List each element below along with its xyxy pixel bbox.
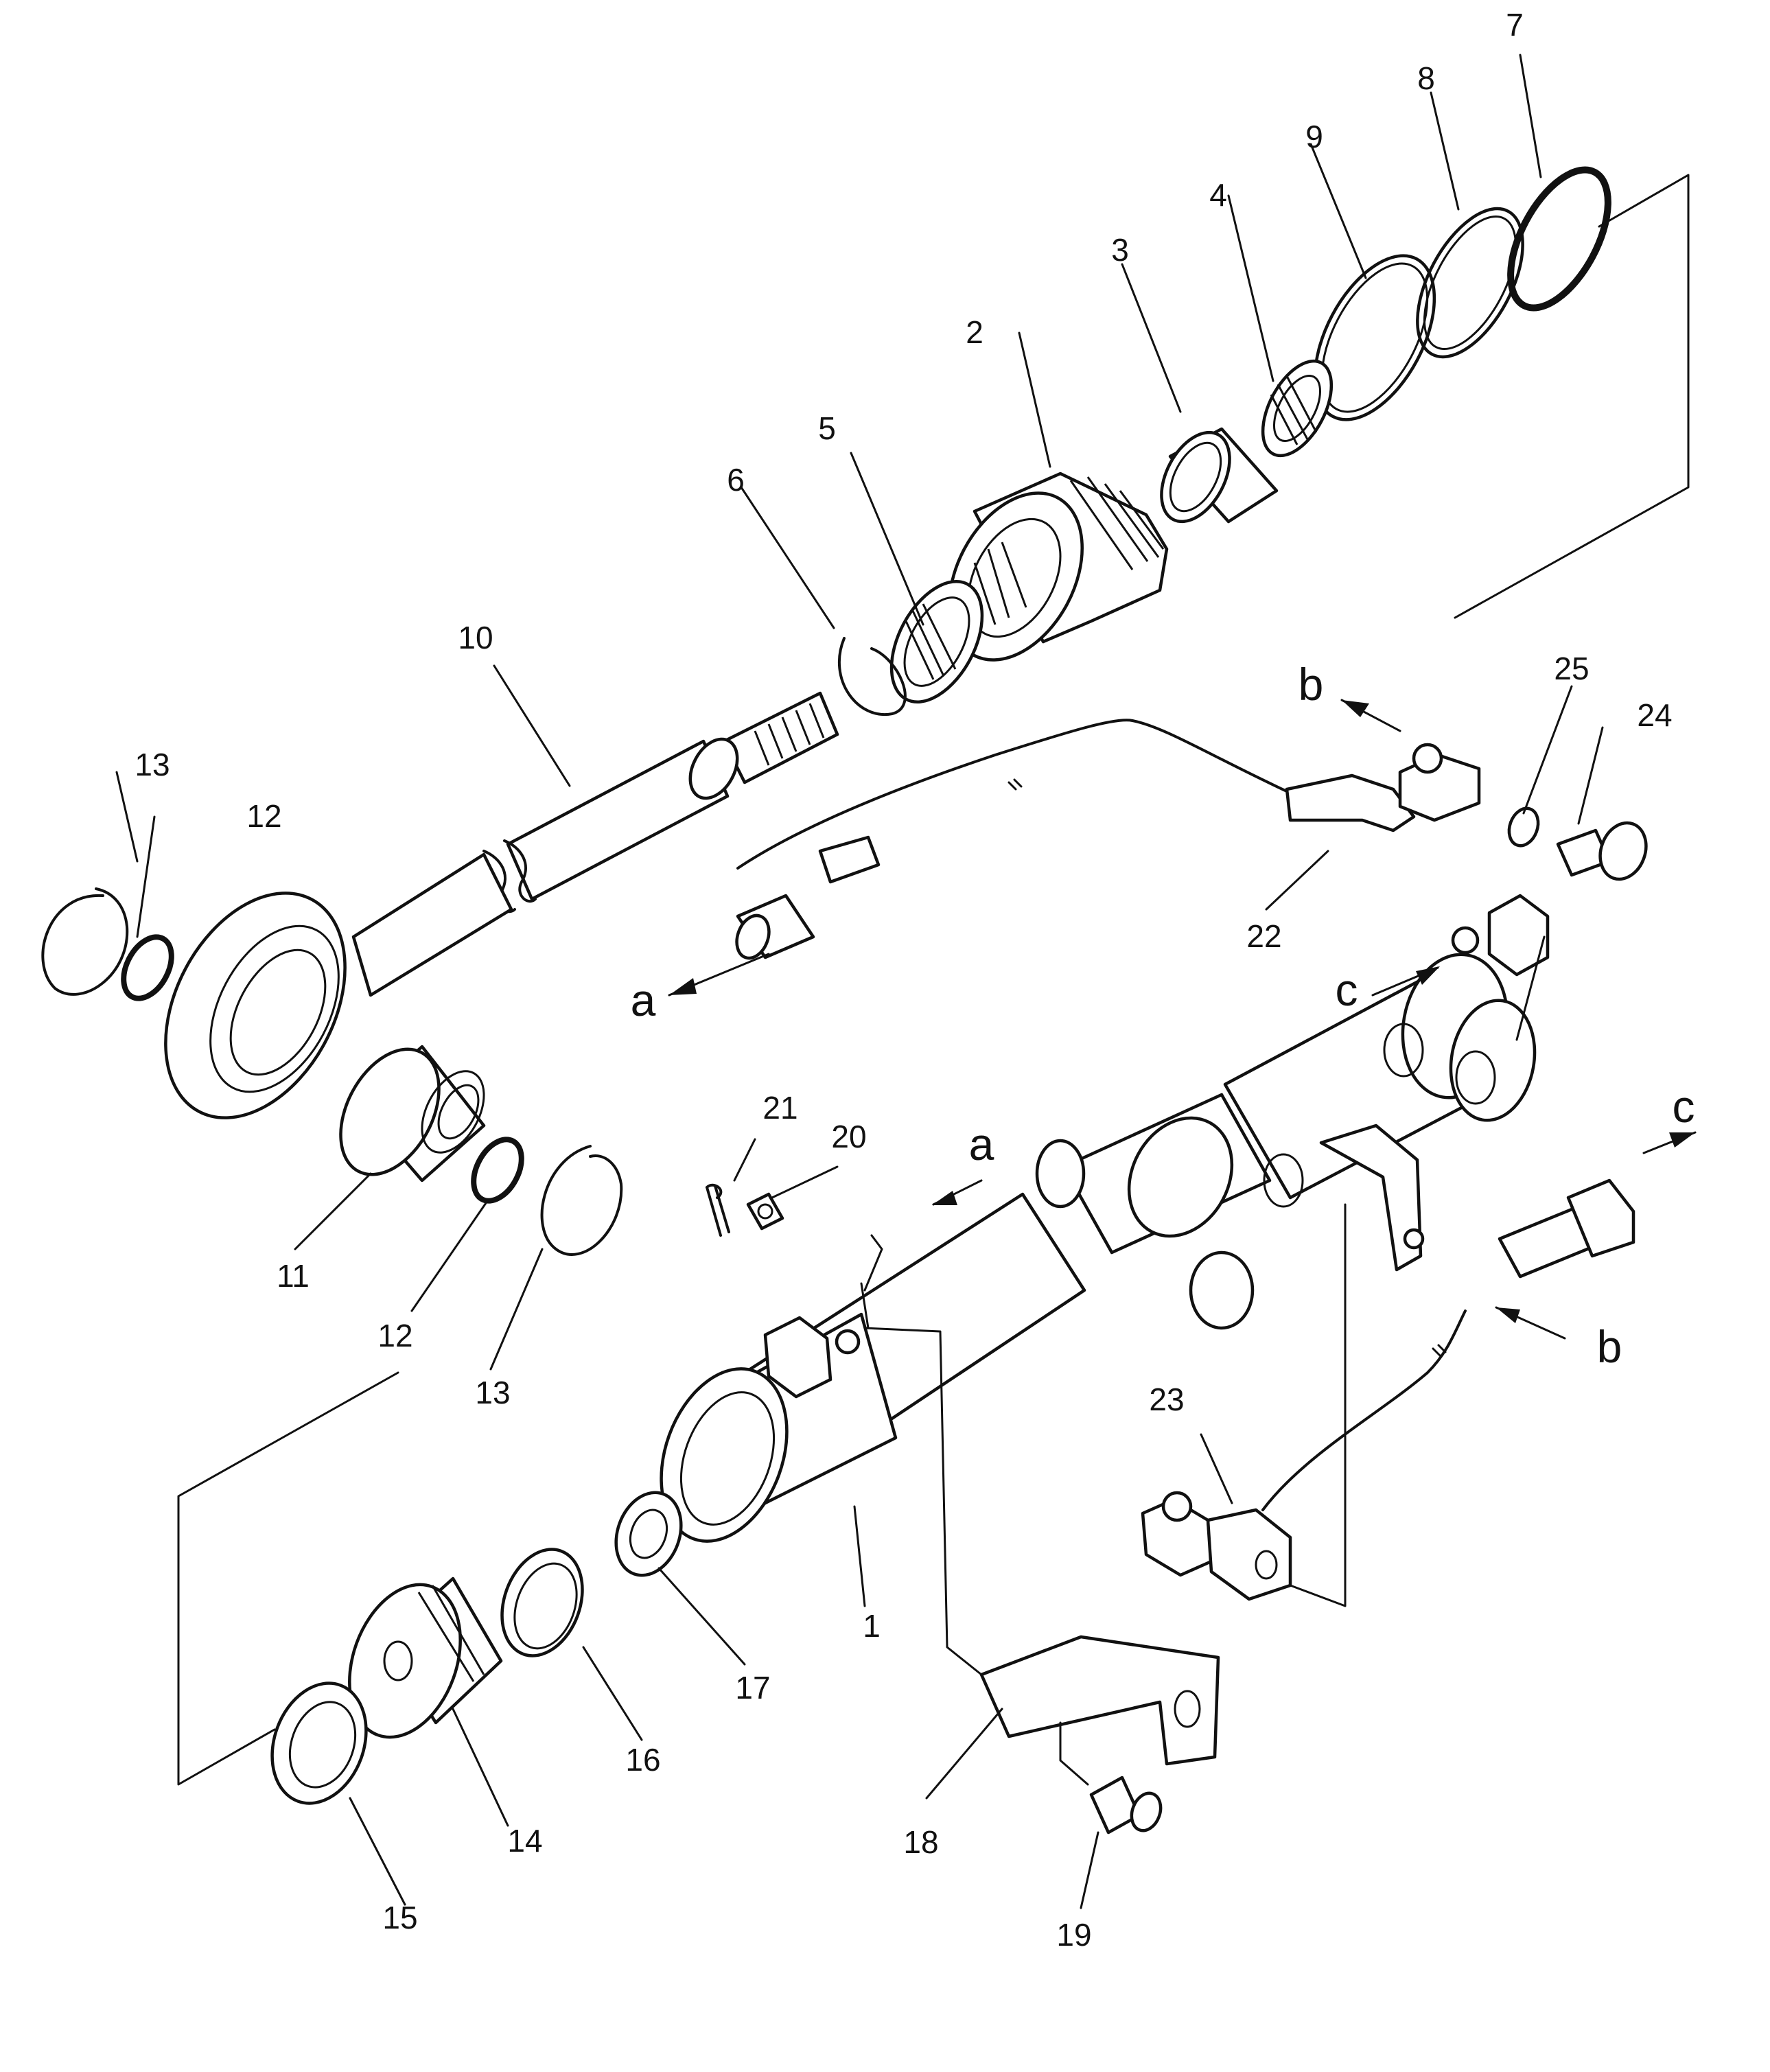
part-1-tube-rod-end (1223, 894, 1550, 1208)
part-22-pipe (736, 719, 1481, 884)
part-14-piston (348, 1576, 503, 1739)
callout-13-lower: 13 (475, 1375, 510, 1410)
connection-label-c-tube: c (1336, 964, 1358, 1015)
callout-4: 4 (1209, 177, 1227, 213)
part-19-bolt (1089, 1776, 1163, 1835)
part-12-o-ring-left (121, 934, 174, 1001)
tube-bracket (1319, 1124, 1425, 1272)
part-15-wear-ring (270, 1681, 368, 1805)
callout-25: 25 (1554, 651, 1589, 686)
callout-20: 20 (831, 1119, 866, 1154)
part-20-nut (746, 1192, 784, 1231)
part-18-bracket (979, 1635, 1220, 1766)
part-13-snap-ring-right (540, 1145, 623, 1256)
part-24-bolt (1556, 821, 1648, 881)
callout-12-upper: 12 (246, 798, 281, 834)
callout-8: 8 (1417, 60, 1435, 96)
callout-19: 19 (1056, 1917, 1091, 1953)
callout-12-lower: 12 (377, 1318, 412, 1353)
callout-18: 18 (903, 1824, 938, 1860)
callout-13-upper: 13 (135, 747, 170, 782)
part-4-rod-seal (1261, 359, 1334, 458)
part-23-fitting (1141, 1309, 1467, 1601)
callout-3: 3 (1111, 232, 1129, 268)
part-13-snap-ring-left (41, 887, 129, 996)
callout-6: 6 (727, 462, 745, 498)
part-9-ring (1313, 254, 1436, 421)
callout-21: 21 (762, 1090, 797, 1126)
part-8-backup-ring (1416, 207, 1524, 359)
callout-2: 2 (966, 314, 983, 350)
callout-16: 16 (625, 1742, 660, 1778)
callout-23: 23 (1149, 1382, 1184, 1417)
callout-5: 5 (818, 410, 836, 446)
part-12-o-ring-right (471, 1137, 524, 1204)
callout-10: 10 (458, 620, 493, 655)
callout-22: 22 (1246, 918, 1281, 954)
connection-label-b-right: b (1597, 1321, 1622, 1372)
connection-label-b-top: b (1299, 659, 1324, 710)
callout-9: 9 (1305, 119, 1323, 154)
part-17-nut (614, 1491, 683, 1577)
part-6-snap-ring (837, 637, 907, 717)
fitting-c (1498, 1178, 1635, 1279)
part-3-bushing (1160, 427, 1279, 524)
part-21-cotter-pin (706, 1183, 730, 1237)
part-11-eye-bushing (339, 1045, 486, 1183)
callout-1: 1 (863, 1608, 881, 1644)
callout-17: 17 (735, 1670, 770, 1706)
connection-label-a-tube: a (969, 1119, 994, 1169)
leader-lines (115, 54, 1697, 1909)
connection-label-a-left: a (631, 975, 656, 1025)
callout-15: 15 (382, 1900, 417, 1935)
part-5-dust-seal (889, 579, 984, 704)
part-25-washer (1507, 806, 1540, 848)
callout-14: 14 (507, 1823, 542, 1859)
part-7-o-ring (1507, 166, 1611, 312)
part-10-piston-rod (164, 691, 839, 1119)
callout-7: 7 (1506, 7, 1524, 43)
part-1-cylinder-tube (660, 1093, 1272, 1543)
callout-11: 11 (277, 1258, 310, 1294)
connection-label-c-right: c (1673, 1081, 1695, 1132)
part-16-piston-ring (500, 1548, 584, 1657)
pipe-end-nut (735, 894, 815, 960)
callout-24: 24 (1637, 697, 1672, 733)
